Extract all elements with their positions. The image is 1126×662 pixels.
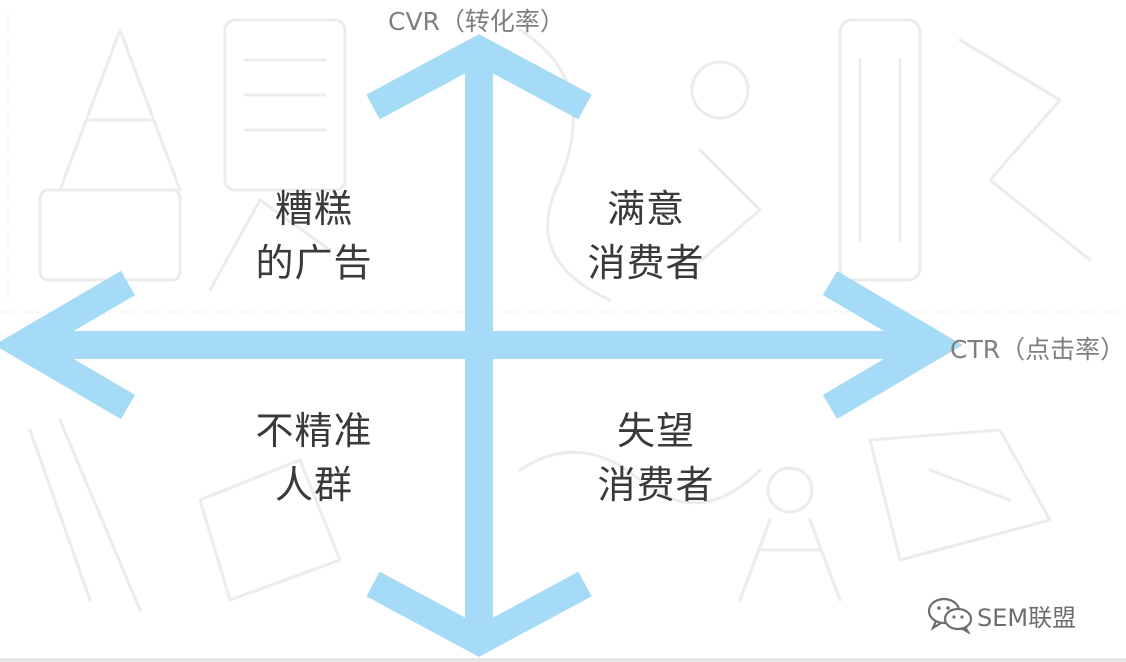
quadrant-bottom-left-line1: 不精准 — [255, 409, 373, 453]
arrowhead-left — [0, 270, 136, 420]
quadrant-top-left: 糟糕 的广告 — [214, 182, 414, 290]
quadrant-bottom-right-line2: 消费者 — [597, 463, 715, 507]
quadrant-bottom-right-line1: 失望 — [616, 409, 695, 453]
quadrant-bottom-left-line2: 人群 — [274, 463, 353, 507]
watermark: SEM联盟 — [927, 596, 1076, 634]
quadrant-top-right-line2: 消费者 — [587, 241, 705, 285]
arrowhead-down — [366, 571, 592, 657]
quadrant-top-right: 满意 消费者 — [546, 182, 746, 290]
quadrant-bottom-right: 失望 消费者 — [556, 404, 756, 512]
quadrant-bottom-left: 不精准 人群 — [214, 404, 414, 512]
quadrant-top-left-line1: 糟糕 — [274, 187, 353, 231]
arrowhead-right — [822, 270, 963, 420]
wechat-icon — [927, 597, 973, 634]
bottom-border — [0, 658, 1126, 662]
x-axis-label: CTR（点击率） — [950, 335, 1126, 364]
watermark-text: SEM联盟 — [977, 603, 1077, 632]
arrowhead-up — [366, 34, 592, 120]
quadrant-top-right-line1: 满意 — [606, 187, 685, 231]
quadrant-top-left-line2: 的广告 — [255, 241, 373, 285]
y-axis-label: CVR（转化率） — [388, 7, 565, 36]
